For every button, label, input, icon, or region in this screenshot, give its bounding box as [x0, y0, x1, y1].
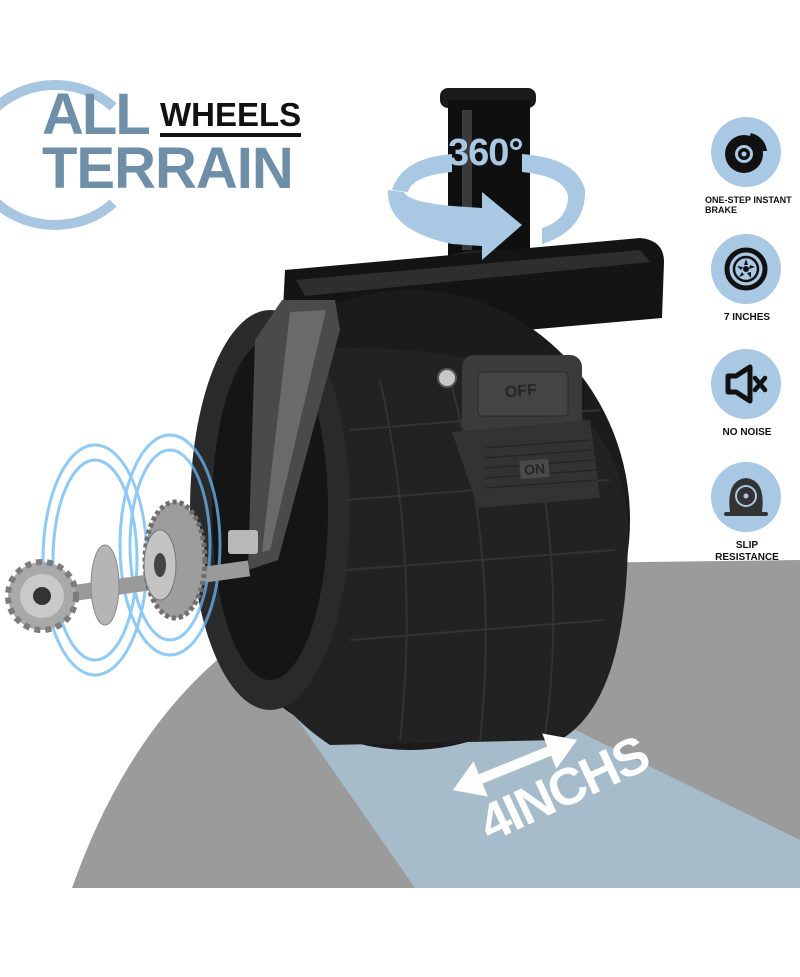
- decorative-arc: [0, 80, 140, 230]
- rotation-arrow-icon: [387, 154, 586, 260]
- brake-off-label: OFF: [504, 381, 538, 402]
- rotation-label: 360°: [448, 132, 524, 174]
- sprocket-small: [5, 559, 79, 633]
- headline-terrain: TERRAIN: [42, 136, 294, 201]
- brake-on-label: ON: [519, 458, 550, 480]
- feature-instant-brake: ONE-STEP INSTANT BRAKE: [705, 117, 795, 216]
- wheel-icon: [711, 234, 781, 304]
- feature-label: SLIP RESISTANCE: [715, 540, 779, 563]
- feature-size: 7 INCHES: [705, 234, 795, 324]
- feature-label: 7 INCHES: [723, 312, 771, 323]
- double-arrow-icon: [452, 733, 578, 797]
- mute-speaker-icon: [711, 349, 781, 419]
- headline-all: ALL: [42, 82, 151, 147]
- tire-grip-icon: [711, 462, 781, 532]
- headline-wheels: WHEELS: [160, 98, 302, 137]
- feature-label: NO NOISE: [722, 427, 772, 438]
- feature-label: ONE-STEP INSTANT BRAKE: [705, 195, 792, 216]
- brake-disc-icon: [711, 117, 781, 187]
- feature-slip-resistance: SLIP RESISTANCE: [705, 462, 795, 563]
- feature-no-noise: NO NOISE: [705, 349, 795, 439]
